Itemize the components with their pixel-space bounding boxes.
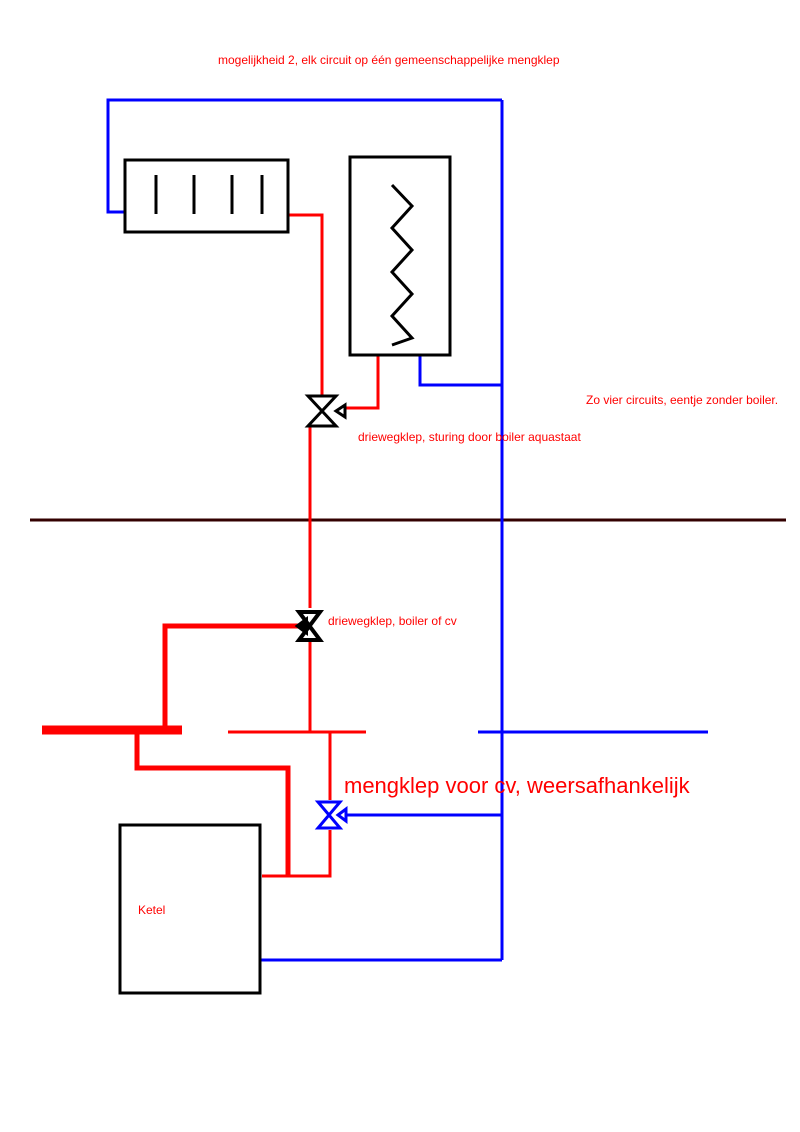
radiator-return-pipe (106, 98, 502, 214)
mixing-valve-to-boiler-pipe (262, 830, 332, 878)
tank-return-pipe (418, 352, 502, 387)
boiler-unit-label: Ketel (138, 903, 166, 917)
radiator-icon (123, 158, 290, 234)
primary-supply-piping (42, 623, 298, 876)
heating-coil (389, 183, 415, 347)
mixing-valve-label: mengklep voor cv, weersafhankelijk (344, 773, 690, 798)
diagram-title: mogelijkheid 2, elk circuit op één gemee… (218, 53, 560, 67)
radiator-supply-pipe (288, 213, 324, 395)
boiler-flow-pipe (134, 730, 291, 876)
supply-piping (228, 213, 380, 878)
circuits-note: Zo vier circuits, eentje zonder boiler. (586, 393, 779, 407)
boiler-unit (118, 823, 262, 995)
return-piping (106, 98, 708, 962)
tank-coil-supply-pipe (345, 348, 380, 410)
valve-aquastat-label: driewegklep, sturing door boiler aquasta… (358, 430, 581, 444)
mixing-valve-icon (314, 800, 348, 830)
valve-boiler-or-cv-label: driewegklep, boiler of cv (328, 614, 457, 628)
valve-to-distributor-pipe (162, 623, 298, 730)
three-way-valve-icon (294, 610, 324, 642)
three-way-valve-icon (304, 394, 347, 428)
hot-water-boiler-icon (348, 155, 452, 357)
